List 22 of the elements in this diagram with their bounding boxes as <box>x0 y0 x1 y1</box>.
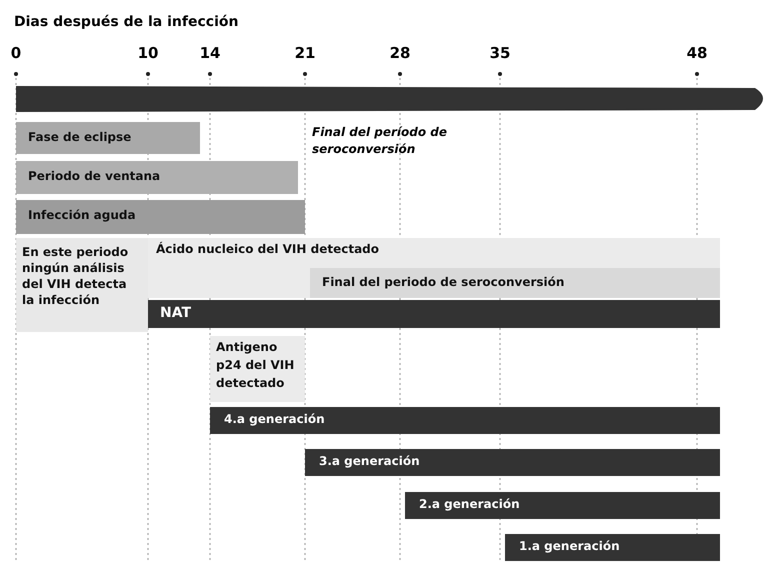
tick-label: 0 <box>10 44 22 62</box>
tick-label: 21 <box>294 44 316 62</box>
band-label: Ácido nucleico del VIH detectado <box>156 242 380 256</box>
tick-label: 10 <box>136 44 160 62</box>
test-bar: 4.a generación <box>210 407 720 434</box>
test-bar: 1.a generación <box>505 534 720 561</box>
chart-title: Dias después de la infección <box>14 14 238 30</box>
detection-band: Antigeno p24 del VIH detectado <box>210 336 305 402</box>
annotation-text: Final del período de seroconversión <box>312 124 448 158</box>
tick-label: 35 <box>488 44 512 62</box>
tick-label: 48 <box>686 44 708 62</box>
phase-bar: Infección aguda <box>16 200 305 234</box>
test-bar: NAT <box>148 300 720 328</box>
tick-label: 14 <box>198 44 222 62</box>
detection-band: Final del periodo de seroconversión <box>310 268 720 298</box>
phase-bar: Periodo de ventana <box>16 161 298 194</box>
phase-bar: Fase de eclipse <box>16 122 200 154</box>
note-band: En este periodo ningún análisis del VIH detecta la infección <box>16 238 148 332</box>
tick-label: 28 <box>388 44 412 62</box>
test-bar: 2.a generación <box>405 492 720 519</box>
test-bar: 3.a generación <box>305 449 720 476</box>
detection-band <box>148 238 720 298</box>
